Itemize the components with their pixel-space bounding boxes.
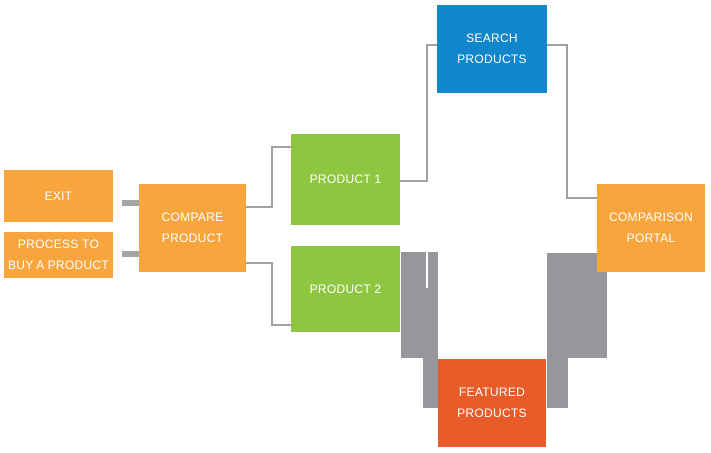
- node-featured-products: FEATURED PRODUCTS: [438, 359, 546, 447]
- node-comparison-portal: COMPARISON PORTAL: [597, 184, 705, 272]
- thick-connector-bar: [428, 252, 438, 408]
- connector-segment: [271, 146, 273, 208]
- connector-process-dash: [122, 251, 139, 257]
- thick-connector-bar: [547, 358, 568, 408]
- connector-segment: [547, 44, 568, 46]
- connector-segment: [246, 206, 273, 208]
- connector-exit-dash: [122, 200, 139, 206]
- connector-segment: [426, 44, 438, 46]
- connector-segment: [271, 262, 273, 326]
- connector-segment: [400, 180, 428, 182]
- node-search-products: SEARCH PRODUCTS: [437, 5, 547, 93]
- node-exit: EXIT: [4, 170, 113, 222]
- thick-connector-bar: [423, 358, 429, 408]
- connector-segment: [271, 324, 291, 326]
- connector-segment: [426, 44, 428, 182]
- node-compare-product: COMPARE PRODUCT: [139, 184, 246, 272]
- connector-segment: [246, 262, 273, 264]
- thick-connector-bar: [401, 252, 426, 358]
- node-product-1: PRODUCT 1: [291, 134, 400, 225]
- connector-segment: [566, 44, 568, 199]
- node-process-to-buy-a-product: PROCESS TO BUY A PRODUCT: [4, 232, 113, 278]
- node-product-2: PRODUCT 2: [291, 246, 400, 332]
- connector-segment: [566, 197, 597, 199]
- thick-connector-bar: [426, 288, 429, 358]
- connector-segment: [271, 146, 291, 148]
